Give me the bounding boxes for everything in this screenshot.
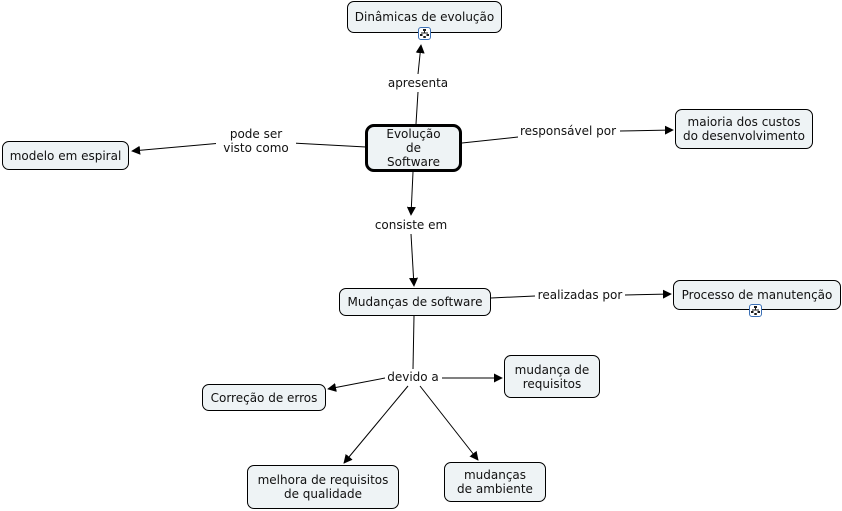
node-maioria-dos-custos[interactable]: maioria dos custos do desenvolvimento xyxy=(675,109,813,149)
node-text: Evolução de Software xyxy=(386,127,441,169)
line-evolucao-responsavel xyxy=(461,136,519,144)
line-evolucao-podeser xyxy=(291,142,367,148)
linked-map-icon[interactable] xyxy=(418,27,431,40)
node-text: modelo em espiral xyxy=(9,148,122,163)
line-realizadas-manutencao xyxy=(624,289,672,299)
node-text: Processo de manutenção xyxy=(681,288,833,302)
node-mudancas-de-ambiente[interactable]: mudanças de ambiente xyxy=(444,462,546,502)
link-label-consiste-em[interactable]: consiste em xyxy=(372,218,450,232)
link-label-pode-ser-visto-como[interactable]: pode ser visto como xyxy=(216,127,296,155)
line-mudancas-realizadas xyxy=(490,295,536,299)
line-devido-correcao xyxy=(327,377,386,392)
line-responsavel-custos xyxy=(619,125,674,135)
node-text: Correção de erros xyxy=(210,390,318,405)
line-consiste-mudancas xyxy=(409,233,419,287)
node-correcao-de-erros[interactable]: Correção de erros xyxy=(202,384,326,411)
node-text: maioria dos custos do desenvolvimento xyxy=(683,115,805,143)
link-label-responsavel-por[interactable]: responsável por xyxy=(518,124,618,138)
line-evolucao-consiste xyxy=(406,171,416,216)
line-devido-ambiente xyxy=(419,385,479,461)
line-mudancas-devido xyxy=(412,315,415,370)
line-devido-melhora xyxy=(343,385,409,464)
node-text: Mudanças de software xyxy=(347,295,483,309)
line-apresenta-dinamicas xyxy=(415,44,425,75)
node-text: mudança de requisitos xyxy=(514,362,590,391)
line-podeser-espiral xyxy=(131,142,223,155)
node-text: mudanças de ambiente xyxy=(457,468,533,496)
node-mudanca-de-requisitos[interactable]: mudança de requisitos xyxy=(504,355,600,398)
line-evolucao-apresenta xyxy=(415,91,419,125)
link-label-realizadas-por[interactable]: realizadas por xyxy=(535,288,625,302)
node-text: Dinâmicas de evolução xyxy=(354,10,495,24)
link-label-apresenta[interactable]: apresenta xyxy=(385,76,451,90)
node-modelo-em-espiral[interactable]: modelo em espiral xyxy=(2,141,129,170)
node-evolucao-de-software[interactable]: Evolução de Software xyxy=(365,124,462,172)
linked-map-icon[interactable] xyxy=(749,304,762,317)
node-mudancas-de-software[interactable]: Mudanças de software xyxy=(339,288,491,316)
node-text: melhora de requisitos de qualidade xyxy=(257,473,389,501)
link-label-devido-a[interactable]: devido a xyxy=(385,370,441,384)
node-melhora-de-requisitos[interactable]: melhora de requisitos de qualidade xyxy=(247,465,399,509)
